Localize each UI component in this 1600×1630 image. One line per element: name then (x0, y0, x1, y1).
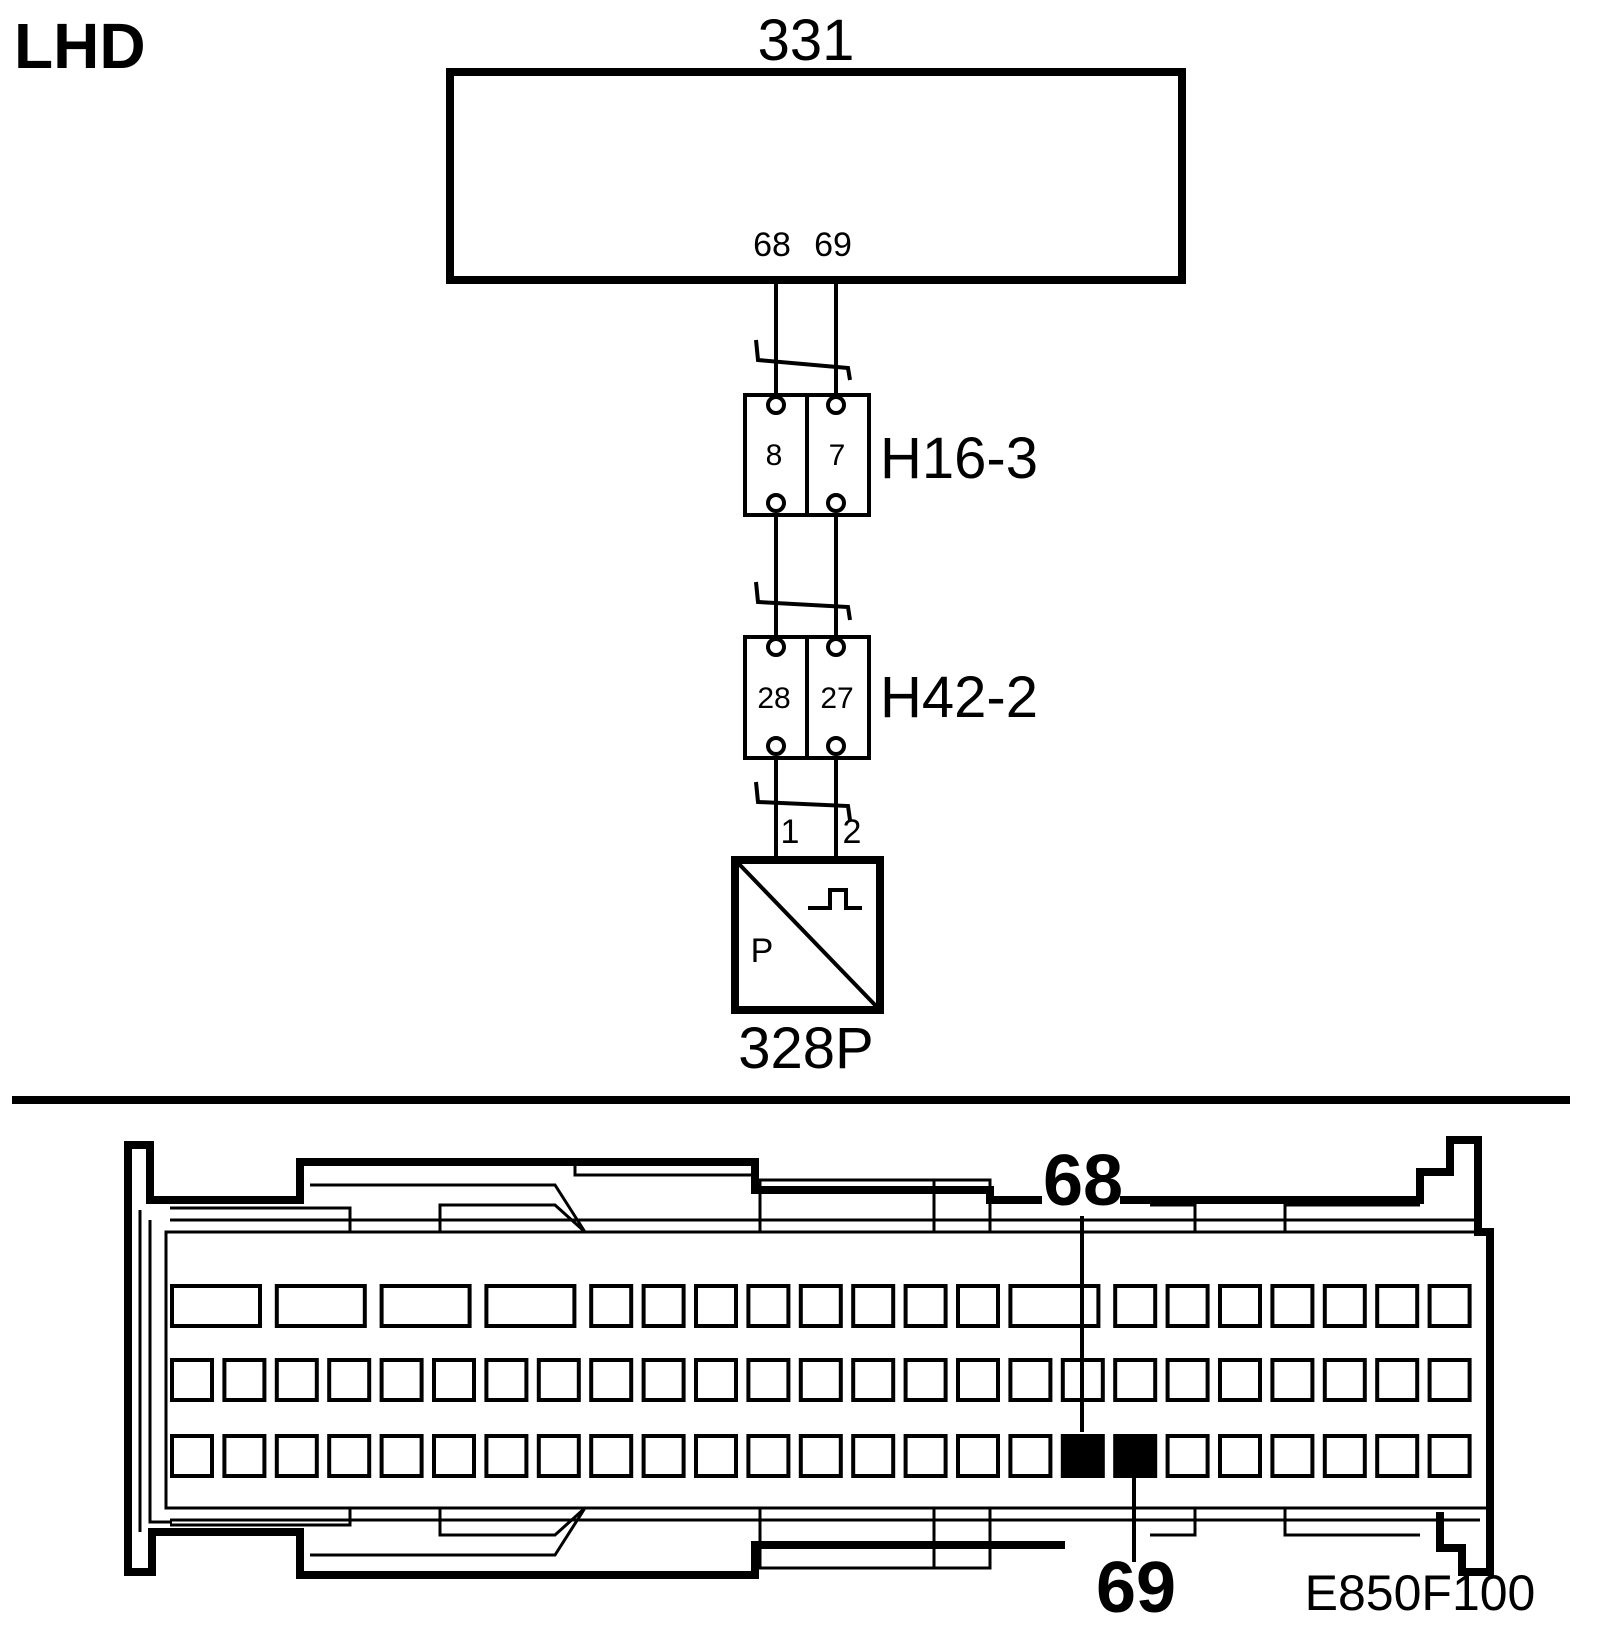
connector-h42-2-label: H42-2 (880, 665, 1038, 730)
control-module-box (446, 68, 1186, 284)
figure-code: E850F100 (1305, 1565, 1536, 1621)
pin-cavity (1375, 1284, 1420, 1328)
pin-cavity (641, 1284, 686, 1328)
pin-cavity (956, 1284, 1000, 1328)
connector-h16-3-label: H16-3 (880, 426, 1038, 491)
pin-cavity (1375, 1434, 1420, 1478)
sensor-symbol: P (751, 932, 774, 970)
pin-cavity (327, 1434, 372, 1478)
pin-cavity (1218, 1434, 1262, 1478)
pin-cavity (956, 1434, 1000, 1478)
pin-cavity (1270, 1358, 1315, 1402)
pin-cavity (222, 1434, 267, 1478)
pin-cavity (170, 1434, 214, 1478)
pin-cavity (1270, 1434, 1315, 1478)
pin-cavity (694, 1434, 738, 1478)
pin-cavity (903, 1358, 948, 1402)
pressure-sensor: P (731, 856, 884, 1014)
pin-cavity (379, 1358, 424, 1402)
h16-3-pin-8: 8 (766, 439, 783, 472)
h42-2-pin-27: 27 (820, 682, 853, 715)
pin-cavity (746, 1434, 791, 1478)
pin-cavity (170, 1358, 214, 1402)
pin-cavity (1113, 1358, 1158, 1402)
sensor-pin-2: 2 (843, 813, 862, 851)
connector-shell-outline (124, 1141, 1065, 1579)
pin-cavity (798, 1358, 843, 1402)
pin-cavity (484, 1434, 529, 1478)
pin-cavity (851, 1358, 896, 1402)
pin-cavity (694, 1358, 738, 1402)
pin-cavity (536, 1434, 581, 1478)
pin-cavity (589, 1358, 634, 1402)
pin-cavity (170, 1284, 262, 1328)
signal-pulse-icon (808, 888, 862, 910)
pin-cavity (484, 1284, 577, 1328)
pin-cavity (432, 1358, 476, 1402)
pin-cavity (903, 1284, 948, 1328)
pin-cavity (641, 1358, 686, 1402)
pin-cavity (798, 1434, 843, 1478)
pin-cavity (1322, 1284, 1367, 1328)
pin-cavity (851, 1284, 896, 1328)
pin-cavity (1008, 1434, 1053, 1478)
pin-cavity (1165, 1358, 1210, 1402)
pin-cavity (1427, 1358, 1472, 1402)
pin-cavity (274, 1434, 319, 1478)
pin-cavity (1427, 1284, 1472, 1328)
pin-cavity (1165, 1284, 1210, 1328)
pin-cavity (379, 1434, 424, 1478)
sensor-pin-1: 1 (781, 813, 800, 851)
module-pin-69: 69 (814, 226, 852, 264)
pin-cavity (327, 1358, 372, 1402)
pin-cavity (274, 1284, 367, 1328)
module-pin-68: 68 (753, 226, 791, 264)
pin-cavity (589, 1434, 634, 1478)
pin-cavity (746, 1284, 791, 1328)
pin-cavity (1218, 1358, 1262, 1402)
pin-cavity (1322, 1358, 1367, 1402)
h42-2-pin-28: 28 (757, 682, 790, 715)
twisted-pair-marker (754, 339, 852, 381)
pin-cavity (536, 1358, 581, 1402)
wire-harness (774, 280, 838, 860)
pin-cavity (903, 1434, 948, 1478)
pin-cavity (1270, 1284, 1315, 1328)
pin-cavity (956, 1358, 1000, 1402)
twisted-pair-marker (754, 781, 852, 821)
pin-cavity (694, 1284, 738, 1328)
pin-cavity (1008, 1284, 1101, 1328)
pin-cavity (851, 1434, 896, 1478)
pin-cavity (1375, 1358, 1420, 1402)
pin-cavity (484, 1358, 529, 1402)
pin-cavity (1165, 1434, 1210, 1478)
callout-pin-68: 68 (1043, 1141, 1123, 1221)
sensor-label: 328P (738, 1016, 873, 1081)
connector-h42-2: 28 27 (743, 635, 871, 760)
pin-cavity (1427, 1434, 1472, 1478)
pin-cavity (798, 1284, 843, 1328)
connector-h16-3: 8 7 (743, 393, 871, 517)
pin-cavity-grid (170, 1284, 1472, 1478)
pin-cavity (746, 1358, 791, 1402)
twisted-pair-marker (754, 581, 852, 621)
h16-3-pin-7: 7 (829, 439, 846, 472)
pin-cavity (222, 1358, 267, 1402)
pin-cavity (432, 1434, 476, 1478)
pin-cavity (1113, 1284, 1158, 1328)
pin-cavity (274, 1358, 319, 1402)
pin-cavity (379, 1284, 472, 1328)
module-label: 331 (758, 8, 855, 73)
pin-cavity (641, 1434, 686, 1478)
connector-face (124, 1136, 1494, 1579)
variant-label: LHD (14, 10, 146, 82)
pin-cavity (1218, 1284, 1262, 1328)
pin-cavity (589, 1284, 634, 1328)
pin-cavity (1008, 1358, 1053, 1402)
pin-cavity (1322, 1434, 1367, 1478)
pin-cavity-68 (1060, 1434, 1105, 1478)
